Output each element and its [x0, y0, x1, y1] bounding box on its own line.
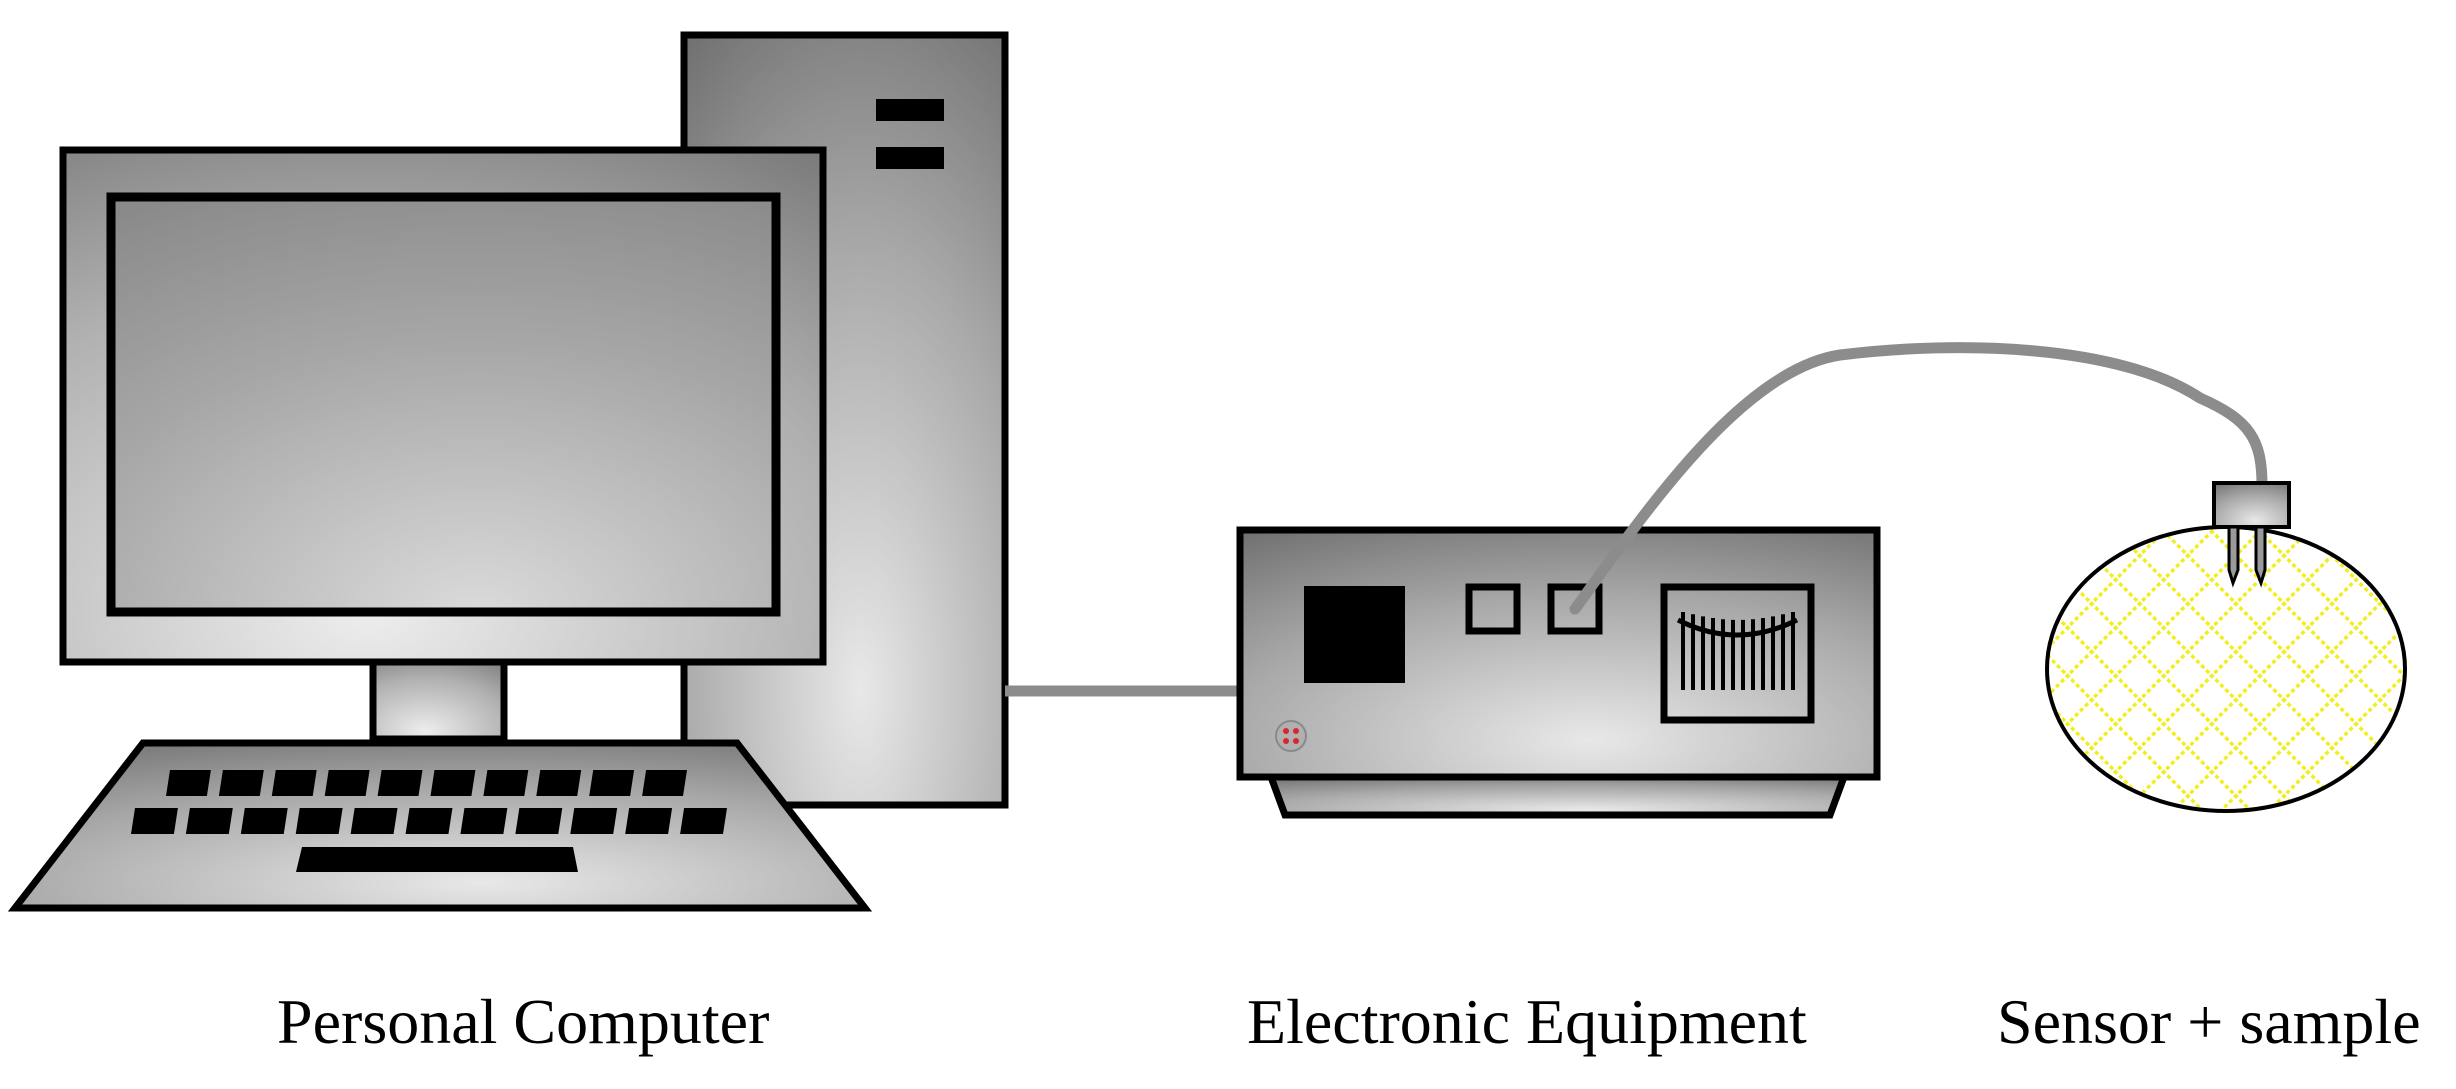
keyboard-key — [483, 770, 529, 796]
keyboard-key — [589, 770, 635, 796]
display-panel — [1304, 586, 1405, 683]
keyboard-key — [185, 808, 233, 834]
keyboard-key — [240, 808, 288, 834]
keyboard-key — [166, 770, 211, 796]
keyboard-key — [680, 808, 727, 834]
monitor — [59, 146, 827, 666]
drive-bay-slot — [876, 147, 944, 169]
keyboard-key — [515, 808, 563, 834]
spacebar-key — [296, 847, 578, 872]
keyboard-key — [570, 808, 618, 834]
keyboard-key — [295, 808, 343, 834]
indicator-light-icon — [1275, 720, 1307, 752]
keyboard-keys — [131, 770, 727, 834]
sensor-cable — [1569, 342, 2268, 615]
keyboard-key — [625, 808, 673, 834]
keyboard-key — [218, 770, 264, 796]
monitor-screen — [106, 192, 781, 617]
monitor-stand — [369, 655, 508, 743]
button-square — [1465, 583, 1521, 635]
keyboard-key — [460, 808, 508, 834]
keyboard-key — [350, 808, 398, 834]
equipment-base — [1265, 773, 1850, 819]
keyboard-key — [642, 770, 687, 796]
electronic-equipment — [1236, 526, 1881, 819]
sensor-sample-label: Sensor + sample — [1997, 986, 2421, 1057]
keyboard-key — [271, 770, 317, 796]
personal-computer — [7, 31, 1009, 912]
sensor-probe-icon — [2212, 481, 2291, 588]
drive-bay-slot — [876, 99, 944, 121]
keyboard — [7, 739, 873, 912]
personal-computer-label: Personal Computer — [277, 986, 770, 1057]
keyboard-key — [536, 770, 582, 796]
keyboard-key — [131, 808, 178, 834]
electronic-equipment-label: Electronic Equipment — [1247, 986, 1807, 1057]
keyboard-key — [430, 770, 476, 796]
keyboard-key — [377, 770, 423, 796]
cable-port — [1547, 583, 1603, 635]
sensor-sample — [2045, 481, 2407, 813]
sample-ellipse — [2045, 525, 2407, 813]
keyboard-key — [405, 808, 453, 834]
vent-grille — [1660, 583, 1815, 724]
keyboard-key — [324, 770, 370, 796]
